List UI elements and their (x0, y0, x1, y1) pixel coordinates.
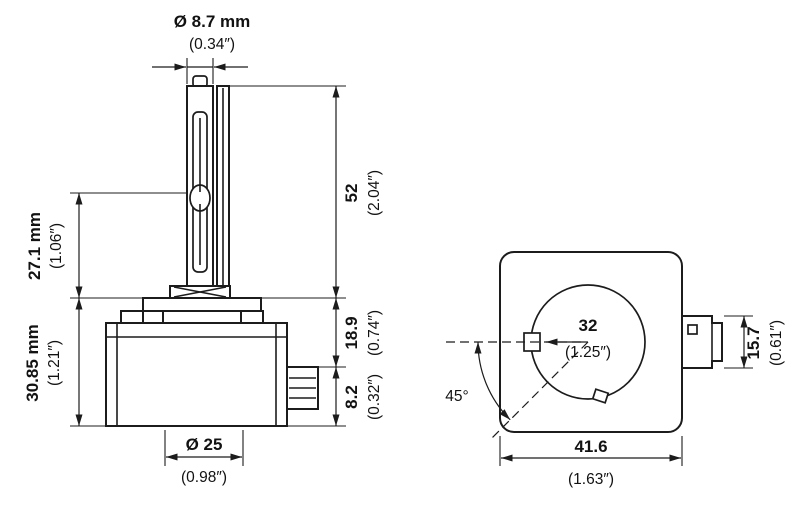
label-body-width-in: (1.63″) (568, 471, 614, 488)
label-tube-diameter-mm: Ø 8.7 mm (174, 12, 251, 31)
centerline-diagonal (491, 341, 589, 439)
label-tube-diameter-in: (0.34″) (189, 36, 235, 53)
label-upper-height-mm: 27.1 mm (25, 212, 44, 280)
label-key-angle: 45° (445, 388, 468, 405)
side-terminal (681, 315, 723, 369)
end-view: 45° 32 (1.25″) 15.7 (0.61″) 41.6 (1.63″) (445, 251, 785, 488)
label-bore-diameter-mm: 32 (579, 316, 598, 335)
label-glass-length-in: (2.04″) (366, 170, 383, 216)
label-lower-height-in: (0.32″) (366, 374, 383, 420)
index-notch (591, 388, 610, 404)
label-connector-height-mm: 15.7 (744, 326, 763, 359)
label-base-diameter-in: (0.98″) (181, 469, 227, 486)
terminal-hole (687, 324, 698, 335)
label-base-height-mm: 30.85 mm (23, 324, 42, 402)
base-body (105, 322, 288, 427)
angle-arc (474, 341, 511, 421)
label-bore-diameter-in: (1.25″) (565, 344, 611, 361)
pinch-cross-line-2 (173, 286, 227, 298)
retainer-clip-left (120, 310, 144, 324)
side-view: Ø 8.7 mm (0.34″) 27.1 mm (1.06″) 30.85 m… (23, 12, 383, 486)
label-upper-height-in: (1.06″) (48, 223, 65, 269)
mounting-flange (142, 297, 262, 312)
label-glass-length-mm: 52 (342, 184, 361, 203)
label-base-height-in: (1.21″) (46, 340, 63, 386)
label-base-diameter-mm: Ø 25 (186, 435, 223, 454)
label-body-width-mm: 41.6 (574, 437, 607, 456)
base-collar (162, 310, 242, 324)
label-mid-height-mm: 18.9 (342, 316, 361, 349)
retainer-clip-right (240, 310, 264, 324)
label-lower-height-mm: 8.2 (342, 385, 361, 409)
label-mid-height-in: (0.74″) (366, 310, 383, 356)
label-connector-height-in: (0.61″) (768, 320, 785, 366)
